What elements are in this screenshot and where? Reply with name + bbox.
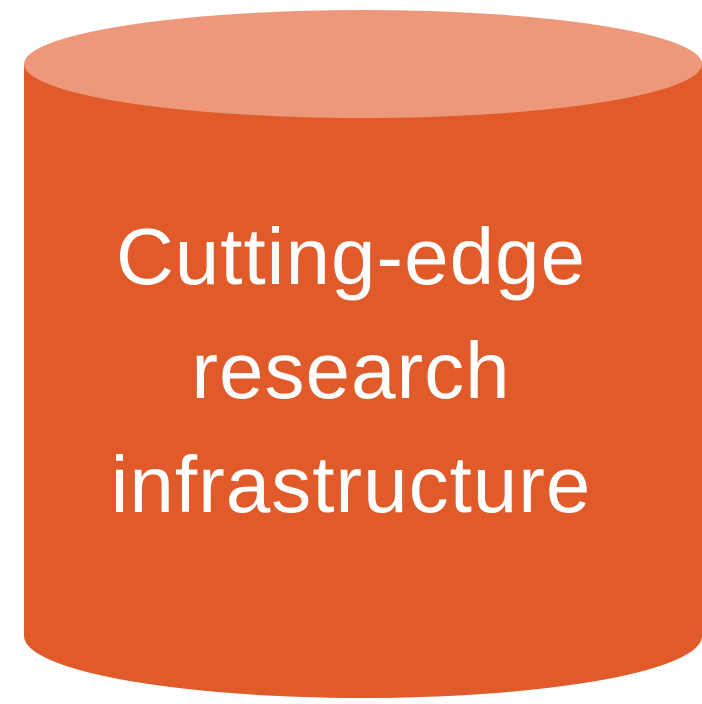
label-line-2: research xyxy=(191,326,511,415)
cylinder-top xyxy=(24,10,702,118)
cylinder-body xyxy=(24,64,702,698)
label-line-1: Cutting-edge xyxy=(115,212,587,301)
label-line-3: infrastructure xyxy=(110,440,592,529)
cylinder-label: Cutting-edge research infrastructure xyxy=(24,200,678,542)
